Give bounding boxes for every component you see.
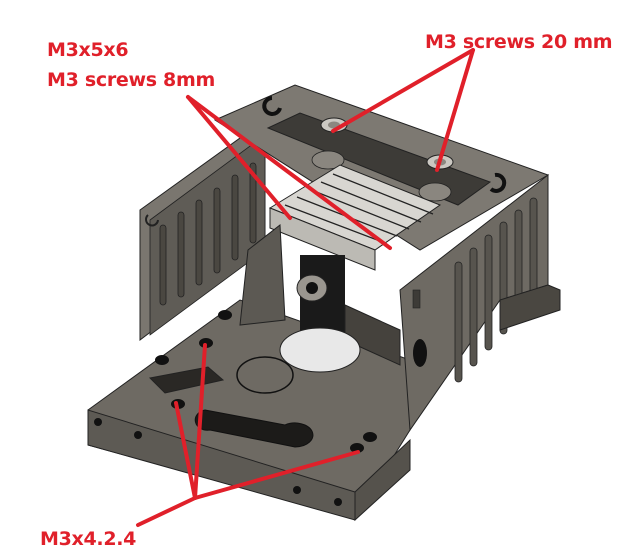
base-holes [94,310,377,506]
left-wall-vents [159,162,257,306]
heatsink-screw-length-label: M3 screws 8mm [47,69,215,91]
base-insert-label: M3x4.2.4 [40,528,137,550]
heatsink-screw-spec-label: M3x5x6 [47,39,129,61]
heatsink [268,164,442,271]
enclosure-body [87,84,561,522]
top-screw-label: M3 screws 20 mm [425,31,613,53]
annotation-lines [136,48,475,527]
